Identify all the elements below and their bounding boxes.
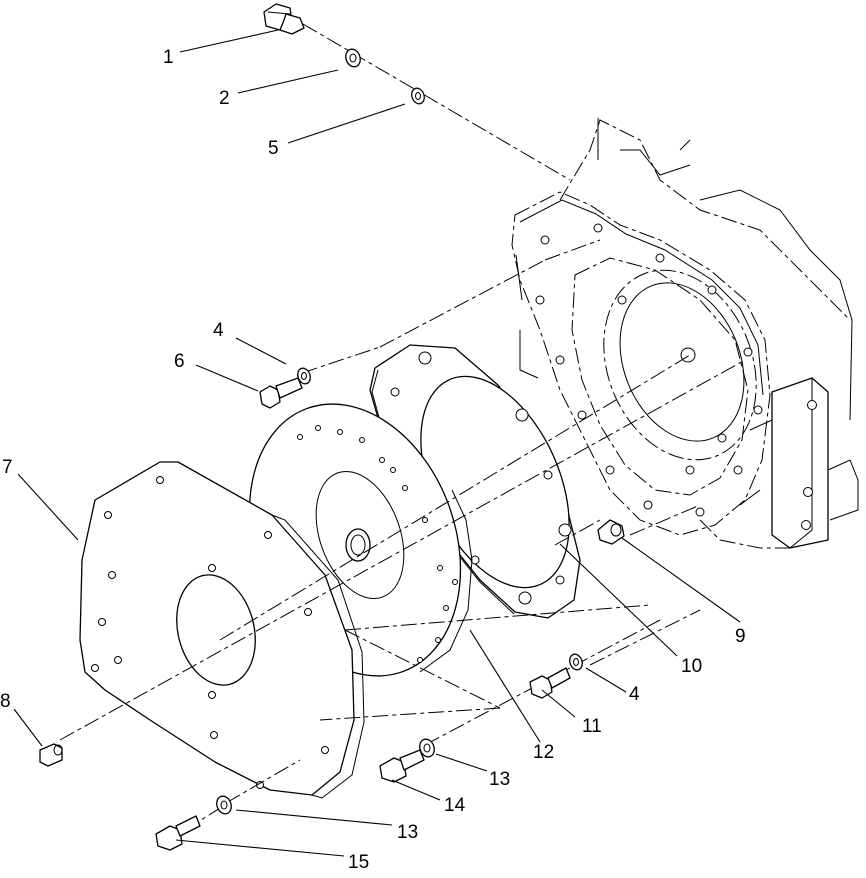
bolt-part-11: [529, 667, 571, 699]
bolt-part-14: [379, 749, 425, 783]
bolt-part-15: [155, 815, 201, 851]
callout-part-13-upper: 13: [489, 769, 510, 790]
callout-part-7: 7: [2, 457, 13, 478]
callout-part-8: 8: [0, 691, 11, 712]
callout-part-5: 5: [268, 138, 279, 159]
callout-part-4-upper: 4: [213, 320, 224, 341]
callout-part-4-lower: 4: [629, 684, 640, 705]
housing-bolt-holes: [535, 223, 763, 517]
washer-part-4-lower: [569, 653, 583, 671]
callout-labels: 1 2 5 4 6 7 8 9 10 4 11 12 13 14 13 15: [0, 47, 746, 873]
washer-part-13-lower: [216, 795, 232, 815]
callout-part-12: 12: [533, 742, 554, 763]
callout-part-10: 10: [681, 656, 702, 677]
engine-housing: [511, 118, 859, 549]
assembly-centerlines: [59, 23, 746, 831]
callout-part-6: 6: [174, 351, 185, 372]
lock-washer-part-5: [411, 87, 425, 105]
dowel-part-9: [597, 519, 625, 545]
callout-part-2: 2: [219, 88, 230, 109]
callout-part-11: 11: [582, 716, 602, 737]
adapter-plate: [79, 461, 365, 799]
leader-lines: [13, 29, 741, 857]
washer-part-4-upper: [297, 367, 311, 385]
callout-part-14: 14: [444, 795, 466, 816]
callout-part-9: 9: [735, 626, 746, 647]
bolt-part-1: [263, 3, 305, 35]
callout-part-1: 1: [163, 47, 174, 68]
callout-part-15: 15: [348, 852, 369, 873]
dowel-part-8: [39, 743, 63, 767]
washer-part-2: [345, 48, 361, 68]
callout-part-13-lower: 13: [397, 822, 418, 843]
bolt-part-6: [259, 377, 303, 409]
